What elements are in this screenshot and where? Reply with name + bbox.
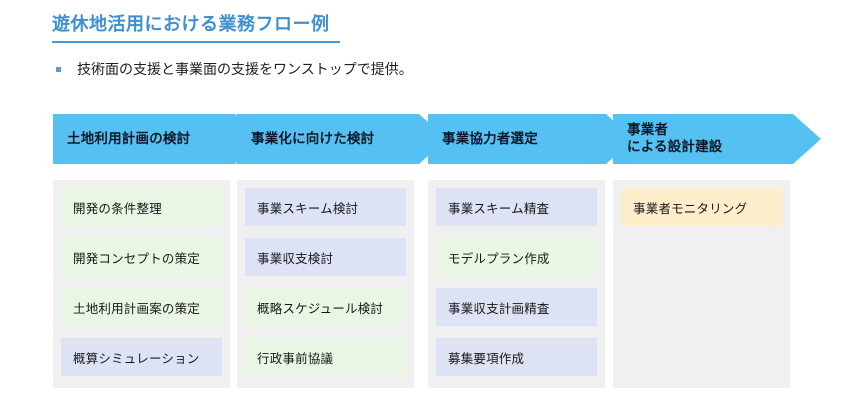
stage-header-label: 事業化に向けた検討 xyxy=(251,130,375,146)
flow-item[interactable]: 事業収支検討 xyxy=(245,238,406,276)
flow-item[interactable]: 概略スケジュール検討 xyxy=(245,288,406,326)
stage-header-chevron-3[interactable]: 事業協力者選定 xyxy=(428,114,634,164)
stage-header-chevron-4[interactable]: 事業者 による設計建設 xyxy=(613,114,821,164)
stage-panel-2: 事業スキーム検討事業収支検討概略スケジュール検討行政事前協議 xyxy=(237,180,414,388)
title-underline xyxy=(52,41,340,43)
bullet-row: 技術面の支援と事業面の支援をワンストップで提供。 xyxy=(56,59,413,79)
stage-panel-1: 開発の条件整理開発コンセプトの策定土地利用計画案の策定概算シミュレーション xyxy=(53,180,230,388)
flow-item[interactable]: 募集要項作成 xyxy=(436,338,597,376)
flow-item[interactable]: 行政事前協議 xyxy=(245,338,406,376)
flow-item[interactable]: 事業スキーム検討 xyxy=(245,188,406,226)
stage-header-label: 土地利用計画の検討 xyxy=(67,130,191,146)
flow-item[interactable]: 開発の条件整理 xyxy=(61,188,222,226)
flow-item[interactable]: 土地利用計画案の策定 xyxy=(61,288,222,326)
stage-panel-3: 事業スキーム精査モデルプラン作成事業収支計画精査募集要項作成 xyxy=(428,180,605,388)
flow-item[interactable]: 事業者モニタリング xyxy=(621,188,782,226)
flow-item[interactable]: 概算シミュレーション xyxy=(61,338,222,376)
stage-header-label: 事業者 による設計建設 xyxy=(627,122,723,154)
stage-header-chevron-1[interactable]: 土地利用計画の検討 xyxy=(53,114,263,164)
flow-item[interactable]: 事業スキーム精査 xyxy=(436,188,597,226)
flow-item[interactable]: 事業収支計画精査 xyxy=(436,288,597,326)
bullet-text: 技術面の支援と事業面の支援をワンストップで提供。 xyxy=(77,61,413,77)
stage-header-chevron-2[interactable]: 事業化に向けた検討 xyxy=(237,114,447,164)
flow-item[interactable]: モデルプラン作成 xyxy=(436,238,597,276)
stage-header-label: 事業協力者選定 xyxy=(442,130,538,146)
flow-item[interactable]: 開発コンセプトの策定 xyxy=(61,238,222,276)
square-bullet-icon xyxy=(56,66,61,72)
slide-title: 遊休地活用における業務フロー例 xyxy=(52,14,330,34)
stage-panel-4: 事業者モニタリング xyxy=(613,180,790,388)
